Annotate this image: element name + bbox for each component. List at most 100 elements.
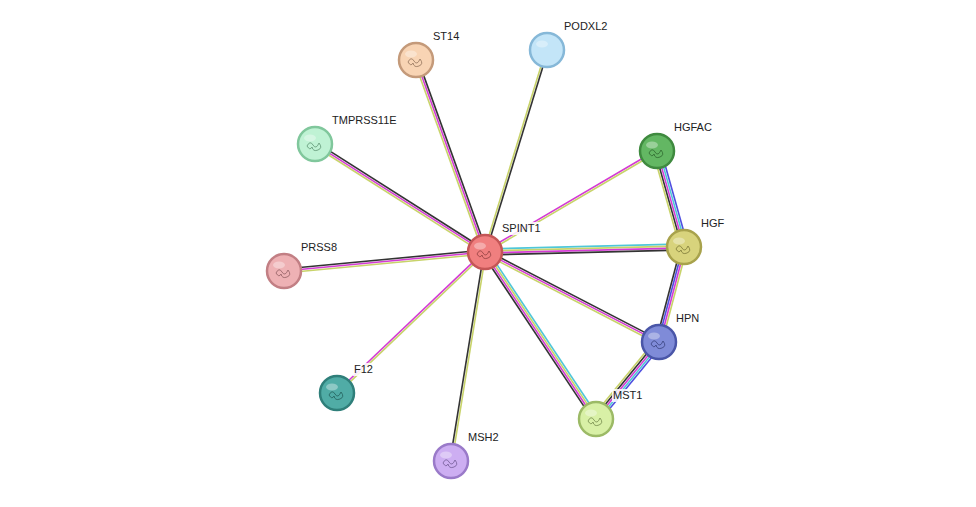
node-circle	[399, 43, 433, 77]
evidence-line	[495, 265, 588, 405]
node-highlight	[648, 333, 660, 340]
interaction-edge	[501, 244, 668, 254]
protein-node: TMPRSS11E	[297, 126, 333, 162]
evidence-line	[491, 66, 544, 237]
node-circle	[434, 444, 468, 478]
protein-node: F12	[319, 375, 355, 411]
node-label: HGF	[700, 217, 725, 230]
interaction-edge	[498, 258, 645, 337]
node-highlight	[405, 51, 417, 58]
evidence-line	[329, 153, 472, 244]
node-circle	[529, 32, 565, 68]
interaction-edge	[300, 252, 470, 272]
node-highlight	[304, 135, 316, 142]
structure-icon	[276, 270, 290, 278]
node-label: MSH2	[467, 431, 500, 444]
evidence-line	[455, 268, 484, 445]
protein-node: HGF	[666, 229, 702, 265]
protein-node: MST1	[578, 401, 614, 437]
structure-icon	[676, 246, 690, 254]
protein-node: PODXL2	[529, 32, 565, 68]
node-highlight	[646, 142, 658, 149]
evidence-line	[453, 268, 482, 445]
protein-node: HPN	[641, 324, 677, 360]
node-label: MST1	[612, 389, 643, 402]
node-highlight	[273, 262, 285, 269]
evidence-line	[500, 258, 646, 333]
node-label: ST14	[432, 30, 460, 43]
protein-node: PRSS8	[266, 253, 302, 289]
interaction-edge	[498, 158, 643, 245]
node-circle	[297, 126, 333, 162]
node-circle	[433, 443, 469, 479]
evidence-line	[659, 167, 677, 232]
evidence-line	[421, 75, 479, 237]
interaction-edge	[489, 65, 544, 237]
evidence-line	[330, 151, 473, 242]
evidence-line	[300, 255, 469, 271]
structure-icon	[651, 341, 665, 349]
node-circle	[641, 324, 677, 360]
evidence-line	[327, 154, 470, 245]
evidence-line	[661, 166, 679, 231]
evidence-line	[493, 266, 586, 406]
structure-icon	[307, 143, 321, 151]
evidence-line	[496, 264, 589, 404]
evidence-line	[603, 352, 646, 404]
node-circle	[398, 42, 434, 78]
node-label: HPN	[675, 312, 700, 325]
node-circle	[666, 229, 702, 265]
node-circle	[578, 401, 614, 437]
node-label: TMPRSS11E	[331, 114, 398, 127]
evidence-line	[499, 160, 643, 245]
structure-icon	[588, 418, 602, 426]
node-circle	[639, 133, 675, 169]
protein-node: MSH2	[433, 443, 469, 479]
node-label: PRSS8	[300, 241, 338, 254]
structure-icon	[649, 150, 663, 158]
evidence-line	[606, 354, 649, 406]
node-circle	[468, 235, 502, 269]
node-highlight	[326, 384, 338, 391]
node-label: F12	[353, 363, 374, 376]
protein-node: SPINT1	[467, 234, 503, 270]
node-circle	[667, 230, 701, 264]
node-label: HGFAC	[673, 121, 713, 134]
node-circle	[530, 33, 564, 67]
node-label: PODXL2	[563, 20, 608, 33]
node-circle	[320, 376, 354, 410]
structure-icon	[443, 460, 457, 468]
structure-icon	[477, 251, 491, 259]
interaction-edge	[603, 352, 652, 409]
evidence-line	[609, 357, 652, 409]
node-circle	[267, 254, 301, 288]
structure-icon	[329, 392, 343, 400]
evidence-line	[501, 250, 668, 254]
node-circle	[467, 234, 503, 270]
interaction-edge	[491, 264, 589, 408]
evidence-line	[608, 356, 651, 408]
interaction-edge	[453, 268, 484, 446]
protein-node: ST14	[398, 42, 434, 78]
node-circle	[319, 375, 355, 411]
node-highlight	[585, 410, 597, 417]
evidence-line	[491, 267, 584, 407]
evidence-line	[498, 158, 642, 243]
node-label: SPINT1	[501, 222, 542, 235]
node-circle	[640, 134, 674, 168]
interaction-edge	[657, 165, 683, 232]
protein-node: HGFAC	[639, 133, 675, 169]
node-circle	[266, 253, 302, 289]
node-highlight	[474, 243, 486, 250]
interaction-edge	[348, 262, 474, 382]
evidence-line	[300, 254, 469, 270]
structure-icon	[408, 59, 422, 67]
node-highlight	[440, 452, 452, 459]
evidence-line	[499, 259, 645, 334]
node-highlight	[673, 238, 685, 245]
evidence-line	[605, 353, 648, 405]
node-circle	[579, 402, 613, 436]
node-highlight	[536, 41, 548, 48]
node-circle	[298, 127, 332, 161]
evidence-line	[489, 65, 542, 236]
